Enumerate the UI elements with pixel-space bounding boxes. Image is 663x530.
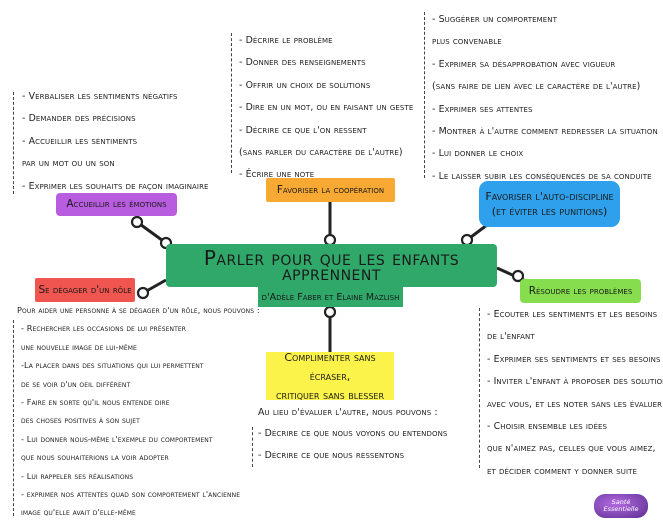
branch-complimenter-label-1: Complimenter sans écraser,	[284, 350, 376, 383]
list-item: - Faire en sorte qu'il nous entende dire	[21, 397, 170, 408]
list-item: par un mot ou un son	[22, 158, 115, 170]
list-item: - Suggérer un comportement	[432, 14, 557, 25]
branch-complimenter-label-2: critiquer sans blesser	[275, 388, 385, 402]
accueillir-list: - Verbaliser les sentiments négatifs - D…	[22, 86, 209, 198]
autodiscipline-list: - Suggérer un comportement plus convenab…	[432, 9, 658, 188]
list-item: - Choisir ensemble les idées	[487, 421, 608, 433]
branch-autodiscipline-label-1: Favoriser l'auto-discipline	[485, 190, 614, 203]
branch-cooperation-label: Favoriser la coopération	[276, 183, 385, 196]
list-item: de l'enfant	[487, 331, 535, 343]
node-dot	[323, 305, 337, 319]
list-item: - Exprimer sa désapprobation avec vigueu…	[432, 58, 616, 70]
complimenter-intro-text: Au lieu d'évaluer l'autre, nous pouvons …	[258, 407, 438, 418]
list-item: (sans faire de lien avec le caractère de…	[432, 81, 641, 93]
list-item: de se voir d'un oeil différent	[21, 378, 131, 389]
node-dot	[511, 269, 525, 283]
list-item: Pour aider une personne à se dégager d'u…	[17, 305, 260, 315]
branch-accueillir-label: Accueillir les émotions	[66, 198, 167, 210]
list-item: (sans parler du caractère de l'autre)	[239, 147, 403, 159]
logo-line-2: Essentielle	[603, 505, 639, 513]
branch-role-label: Se dégager d'un rôle	[38, 283, 132, 296]
list-item: plus convenable	[432, 36, 502, 48]
list-item: image qu'elle avait d'elle-même	[21, 507, 136, 518]
list-item: que n'aimez pas, celles que vous aimez,	[487, 443, 656, 455]
central-title-box: Parler pour que les enfants apprennent	[166, 244, 497, 287]
node-dot	[130, 215, 144, 229]
list-item: - Décrire ce que nous ressentons	[258, 450, 405, 462]
list-item: que nous souhaiterions la voir adopter	[21, 452, 169, 463]
complimenter-list: - Décrire ce que nous voyons ou entendon…	[258, 423, 447, 468]
list-item: - Rechercher les occasions de lui présen…	[21, 323, 187, 334]
list-item: des choses positives à son sujet	[21, 415, 140, 426]
list-item: - Ecouter les sentiments et les besoins	[487, 309, 658, 320]
list-item: - Donner des renseignements	[239, 57, 366, 69]
list-item: - Exprimer ses sentiments et ses besoins	[487, 353, 661, 365]
branch-accueillir: Accueillir les émotions	[56, 193, 177, 216]
list-item: - Décrire le problème	[239, 35, 333, 46]
central-title: Parler pour que les enfants apprennent	[203, 245, 460, 285]
list-item: - Lui donner nous-même l'exemple du comp…	[21, 433, 213, 444]
list-item: - Décrire ce que nous voyons ou entendon…	[258, 428, 448, 439]
list-item: - Lui donner le choix	[432, 148, 524, 160]
branch-autodiscipline: Favoriser l'auto-discipline (et éviter l…	[479, 181, 620, 227]
list-item: avec vous, et les noter sans les évaluer	[487, 398, 663, 410]
complimenter-intro: Au lieu d'évaluer l'autre, nous pouvons …	[258, 402, 438, 424]
central-subtitle: d'Adèle Faber et Elaine Mazlish	[261, 291, 400, 303]
logo: Santé Essentielle	[594, 494, 648, 518]
branch-complimenter: Complimenter sans écraser, critiquer san…	[266, 351, 394, 402]
branch-problemes: Résoudre les problèmes	[520, 279, 641, 303]
branch-cooperation: Favoriser la coopération	[266, 178, 395, 202]
role-list: Pour aider une personne à se dégager d'u…	[17, 301, 260, 522]
list-item: - Montrer à l'autre comment redresser la…	[432, 126, 658, 138]
list-item: - Exprimer les souhaits de façon imagina…	[22, 180, 209, 192]
list-item: une nouvelle image de lui-même	[21, 341, 137, 352]
list-item: - Dire en un mot, ou en faisant un geste	[239, 102, 414, 114]
logo-line-1: Santé	[611, 498, 631, 506]
list-item: -La placer dans des situations qui lui p…	[21, 360, 204, 371]
list-item: - Le laisser subir les conséquences de s…	[432, 170, 652, 182]
list-item: - Écrire une note	[239, 169, 315, 181]
branch-autodiscipline-label-2: (et éviter les punitions)	[491, 205, 608, 218]
list-item: - exprimer nos attentes quad son comport…	[21, 489, 241, 500]
central-subtitle-box: d'Adèle Faber et Elaine Mazlish	[258, 287, 403, 307]
list-item: - Accueillir les sentiments	[22, 135, 138, 147]
list-item: - Demander des précisions	[22, 113, 136, 125]
list-item: - Offrir un choix de solutions	[239, 79, 371, 91]
branch-role: Se dégager d'un rôle	[35, 278, 135, 302]
list-item: - Verbaliser les sentiments négatifs	[22, 91, 178, 102]
list-item: et décider comment y donner suite	[487, 465, 638, 477]
list-item: - Décrire ce que l'on ressent	[239, 124, 367, 136]
list-item: - Exprimer ses attentes	[432, 103, 533, 115]
list-item: - Lui rappeler ses réalisations	[21, 470, 134, 481]
branch-problemes-label: Résoudre les problèmes	[528, 284, 633, 297]
problemes-list: - Ecouter les sentiments et les besoins …	[487, 304, 663, 483]
cooperation-list: - Décrire le problème - Donner des rense…	[239, 30, 413, 187]
node-dot	[136, 286, 150, 300]
list-item: - Inviter l'enfant à proposer des soluti…	[487, 376, 663, 388]
